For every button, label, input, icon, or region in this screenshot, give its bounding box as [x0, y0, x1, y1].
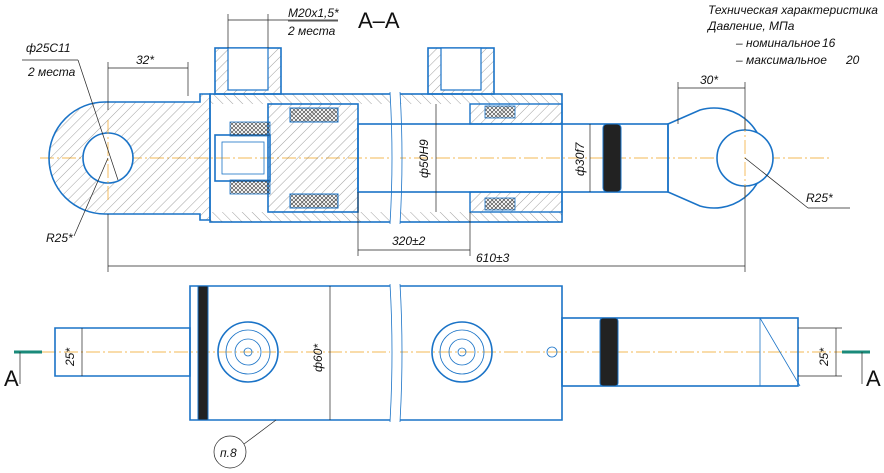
dim-bore: ф50H9: [417, 139, 431, 178]
callout-circle: [213, 435, 247, 469]
specs-block: Техническая характеристика Давление, МПа…: [706, 3, 878, 67]
specs-pressure: Давление, МПа: [706, 19, 795, 33]
right-port-top: [431, 321, 493, 383]
dim-left-offset: 32*: [136, 53, 154, 67]
callout-text: п.8: [220, 446, 237, 460]
section-view: M20x1,5* 2 места А–А ф25C11 2 места 32* …: [22, 6, 850, 272]
section-mark-right: А: [866, 366, 881, 391]
rod-ring: [602, 123, 622, 193]
dim-right-offset: 30*: [700, 73, 718, 87]
specs-max-label: – максимальное: [735, 53, 827, 67]
left-band: [197, 285, 209, 421]
specs-nominal-value: 16: [822, 36, 836, 50]
dim-thread: M20x1,5*: [288, 6, 339, 20]
barrel-exterior: [189, 285, 563, 421]
rod-exterior: [561, 317, 799, 387]
dim-left-thick: 25*: [63, 348, 77, 367]
dim-right-radius: R25*: [806, 191, 833, 205]
dim-pin-count: 2 места: [27, 65, 76, 79]
dim-outer: ф60*: [311, 344, 325, 372]
section-title: А–А: [358, 8, 400, 33]
rod-band: [599, 317, 619, 387]
section-mark-left: А: [4, 366, 19, 391]
specs-max-value: 20: [845, 53, 860, 67]
specs-title: Техническая характеристика: [708, 3, 878, 17]
dim-pin-bore: ф25C11: [26, 41, 71, 55]
dim-right-thick: 25*: [817, 348, 831, 367]
dim-overall: 610±3: [476, 251, 510, 265]
dim-thread-count: 2 места: [287, 24, 336, 38]
dim-left-radius: R25*: [46, 231, 73, 245]
exterior-view: ф60* 25* 25* п.8 А А: [4, 282, 881, 469]
bleed-hole: [546, 346, 558, 358]
left-port-top: [217, 321, 279, 383]
dim-rod: ф30f7: [573, 141, 587, 176]
specs-nominal-label: – номинальное: [735, 36, 821, 50]
rod-gland: [469, 103, 563, 125]
dim-stroke: 320±2: [392, 234, 426, 248]
